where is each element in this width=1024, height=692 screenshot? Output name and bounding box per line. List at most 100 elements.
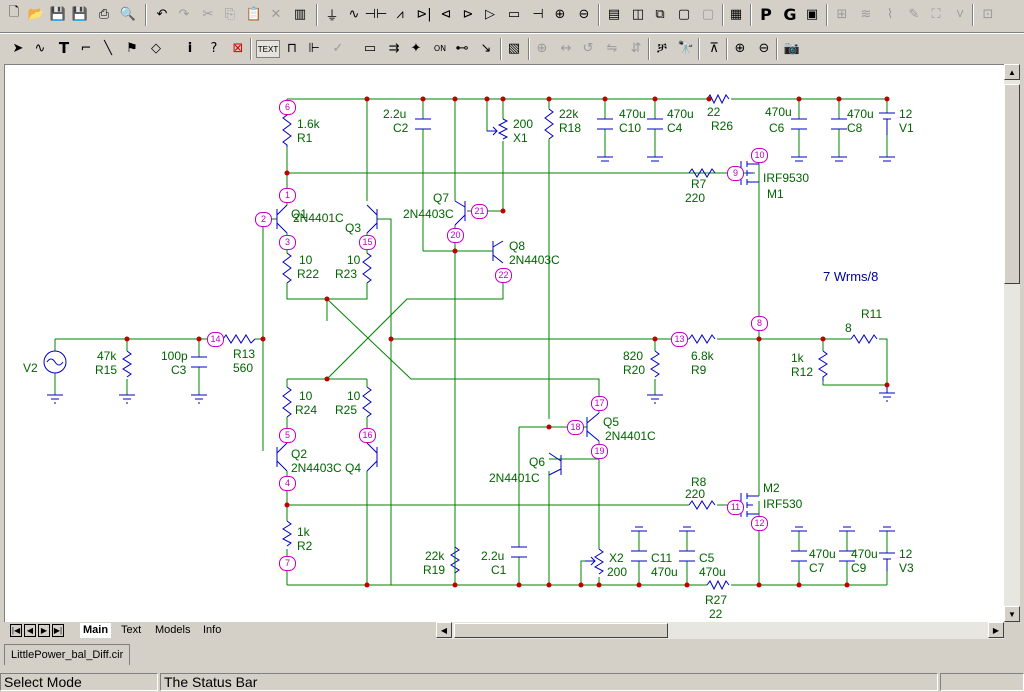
close-box-icon[interactable]: ⊠ <box>232 40 244 56</box>
inductor-icon[interactable]: ∿ <box>348 6 360 22</box>
prev-tab-icon[interactable]: ◀ <box>24 624 36 637</box>
display-icon[interactable]: ⊼ <box>709 40 719 56</box>
route-icon[interactable]: ↘ <box>480 40 492 56</box>
grid-icon[interactable]: ⊞ <box>836 6 848 22</box>
scroll-up-icon[interactable]: ▲ <box>1004 64 1020 80</box>
shape-icon[interactable]: ◇ <box>151 40 161 56</box>
vertical-scroll-thumb[interactable] <box>1004 84 1020 284</box>
zoom-out-icon[interactable]: ⊖ <box>758 40 770 56</box>
horizontal-scroll-thumb[interactable] <box>454 623 668 638</box>
g-button[interactable]: G <box>783 4 797 24</box>
resistor-icon[interactable]: ⩘ <box>396 6 404 22</box>
flip-v-icon[interactable]: ⇵ <box>630 40 642 56</box>
rotate-ccw-icon[interactable]: ↺ <box>582 40 594 56</box>
probe-node-icon[interactable]: ⊖ <box>578 6 590 22</box>
component-value: 12 <box>899 547 913 561</box>
battery-icon[interactable]: ▭ <box>507 6 521 22</box>
split-h-icon[interactable]: ▤ <box>607 6 621 22</box>
highlight-icon[interactable]: ✦ <box>410 40 422 56</box>
open-folder-icon[interactable]: 📂 <box>27 6 45 22</box>
component-ref: C2 <box>393 121 409 135</box>
next-tab-icon[interactable]: ▶ <box>38 624 50 637</box>
draw-toolbar: ➤ ∿ T ⌐ ╲ ⚑ ◇ i ? ⊠ TEXT ⊓ ⊩ ✓ ▭ ⇉ ✦ ON … <box>0 34 1024 64</box>
tab-models[interactable]: Models <box>155 624 191 636</box>
print-preview-icon[interactable]: 🔍 <box>119 6 137 22</box>
save-all-icon[interactable]: 💾 <box>71 6 89 22</box>
scroll-right-icon[interactable]: ▶ <box>988 622 1004 638</box>
junction-icon[interactable]: ⊕ <box>554 6 566 22</box>
select-arrow-icon[interactable]: ➤ <box>12 40 24 56</box>
help-cursor-icon[interactable]: ? <box>210 40 218 56</box>
fit-icon[interactable]: ⊡ <box>982 6 994 22</box>
wire-icon[interactable]: ∿ <box>34 40 46 56</box>
undo-icon[interactable]: ↶ <box>156 6 168 22</box>
zoom-in-icon[interactable]: ⊕ <box>734 40 746 56</box>
cascade-icon[interactable]: ⧉ <box>655 6 665 22</box>
horizontal-scrollbar[interactable]: ◀ ▶ <box>436 622 1004 639</box>
attribute-icon[interactable]: ✓ <box>332 40 344 56</box>
vbrk-icon[interactable]: V <box>956 8 964 20</box>
component-value: 2N4401C <box>293 211 344 225</box>
pencil-icon[interactable]: ✎ <box>908 6 920 22</box>
find-text-icon[interactable]: ቻ <box>657 40 667 56</box>
text-toggle-button[interactable]: TEXT <box>256 40 280 58</box>
node-label: 12 <box>751 516 768 531</box>
scroll-left-icon[interactable]: ◀ <box>436 622 452 638</box>
scroll-down-icon[interactable]: ▼ <box>1004 606 1020 622</box>
vertical-scrollbar[interactable]: ▲ ▼ <box>1004 64 1020 622</box>
redo-icon[interactable]: ↷ <box>178 6 190 22</box>
print-icon[interactable]: ⎙ <box>98 6 110 22</box>
pin-connect-icon[interactable]: ⊷ <box>455 40 469 56</box>
window-2-icon[interactable]: ▢ <box>701 6 715 22</box>
p-button[interactable]: P <box>760 4 772 24</box>
zoom-fit-icon[interactable]: ⛶ <box>931 6 941 22</box>
on-icon[interactable]: ON <box>433 43 447 53</box>
paste-icon[interactable]: 📋 <box>245 6 263 22</box>
properties-sheet-icon[interactable]: ▧ <box>507 40 521 56</box>
current-source-icon[interactable]: ⊣ <box>532 6 544 22</box>
toolbar-separator <box>528 38 530 60</box>
camera-icon[interactable]: 📷 <box>783 40 801 56</box>
window-icon[interactable]: ▢ <box>677 6 691 22</box>
opamp-icon[interactable]: ⊳ <box>462 6 474 22</box>
source-icon[interactable]: ▷ <box>485 6 495 22</box>
mirror-icon[interactable]: ⇋ <box>606 40 618 56</box>
flip-h-icon[interactable]: ↔ <box>560 40 572 56</box>
flag-icon[interactable]: ⚑ <box>126 40 138 56</box>
last-tab-icon[interactable]: ▶| <box>52 624 64 637</box>
component-icon[interactable]: ▥ <box>293 6 307 22</box>
first-tab-icon[interactable]: |◀ <box>10 624 22 637</box>
binoculars-icon[interactable]: 🔭 <box>677 40 695 56</box>
text-tool-icon[interactable]: T <box>58 39 70 57</box>
component-value: 470u <box>619 107 646 121</box>
copy-icon[interactable]: ⎘ <box>224 6 236 22</box>
schematic-drawing <box>43 93 895 591</box>
probe-icon[interactable]: ⌇ <box>886 6 894 22</box>
tab-text[interactable]: Text <box>121 624 142 636</box>
diode-icon[interactable]: ⊳| <box>416 6 432 22</box>
ground-icon[interactable]: ⏚ <box>325 8 339 24</box>
component-value: IRF530 <box>763 497 803 511</box>
delete-icon[interactable]: ✕ <box>270 6 282 22</box>
info-icon[interactable]: i <box>187 40 193 56</box>
new-file-icon[interactable]: 🗋 <box>8 5 20 20</box>
pin-icon[interactable]: ⊩ <box>308 40 320 56</box>
properties-icon[interactable]: ▣ <box>805 6 819 22</box>
waveform-icon[interactable]: ≋ <box>860 6 872 22</box>
diagonal-icon[interactable]: ╲ <box>104 40 112 56</box>
file-tab[interactable]: LittlePower_bal_Diff.cir <box>4 644 131 665</box>
node-numbers-icon[interactable]: ⊓ <box>286 40 298 56</box>
calculator-icon[interactable]: ▦ <box>729 6 743 22</box>
rotate-icon[interactable]: ⊕ <box>536 40 548 56</box>
line-icon[interactable]: ⌐ <box>80 40 92 56</box>
tab-info[interactable]: Info <box>203 624 222 636</box>
flow-icon[interactable]: ⇉ <box>388 40 400 56</box>
tab-main[interactable]: Main <box>80 623 112 638</box>
cut-icon[interactable]: ✂ <box>202 6 214 22</box>
capacitor-icon[interactable]: ⊣⊢ <box>364 6 388 22</box>
split-v-icon[interactable]: ◫ <box>631 6 645 22</box>
save-icon[interactable]: 💾 <box>49 6 67 22</box>
zener-icon[interactable]: ⊲ <box>440 6 452 22</box>
cross-probe-icon[interactable]: ▭ <box>363 40 377 56</box>
